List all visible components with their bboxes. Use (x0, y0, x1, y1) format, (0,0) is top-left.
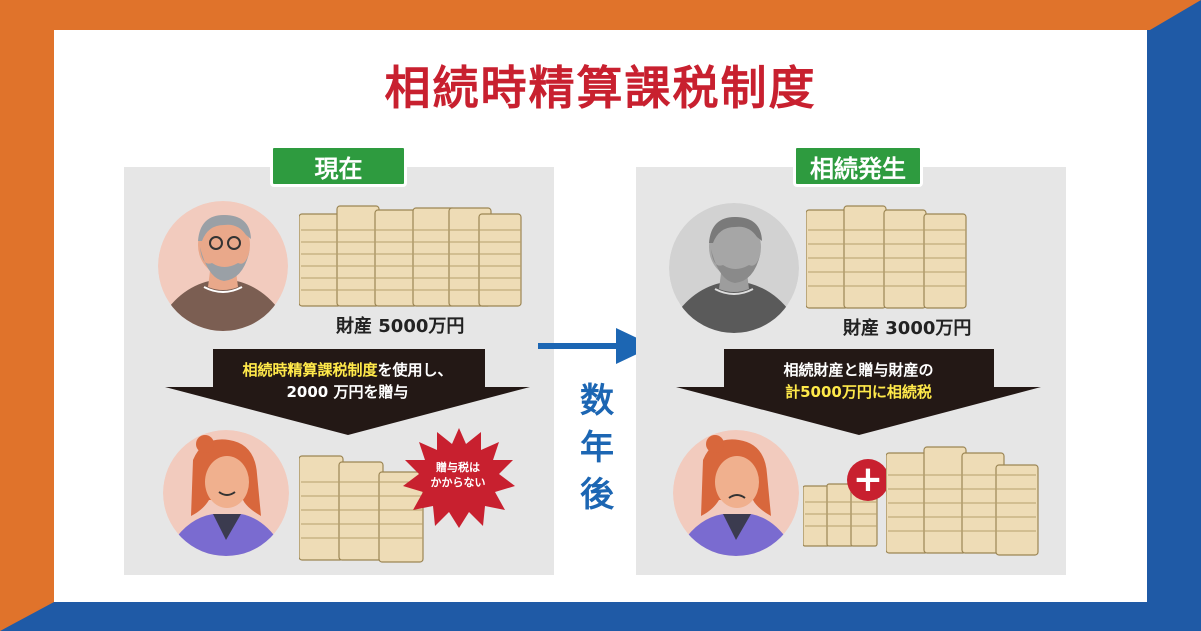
inheritance-tag: 相続発生 (793, 145, 923, 187)
gift-banner-arrow (165, 349, 530, 435)
money-stack-small-icon (803, 483, 878, 547)
years-char-3: 後 (580, 475, 614, 515)
burst-line2: かからない (430, 476, 486, 489)
money-stack-combined-icon (886, 446, 1039, 556)
left-asset-label: 財産 5000万円 (336, 316, 465, 337)
money-stack-large-icon (299, 205, 522, 307)
right-asset-label: 財産 3000万円 (843, 318, 972, 339)
banner-highlight: 相続時精算課税制度 (242, 361, 378, 379)
tax-free-text: 贈与税は かからない (403, 460, 513, 490)
left-banner-text: 相続時精算課税制度を使用し、 2000 万円を贈与 (165, 359, 530, 403)
current-tag: 現在 (270, 145, 407, 187)
years-char-2: 年 (580, 428, 614, 468)
deceased-man-avatar (669, 203, 799, 333)
right-banner-line2: 計5000万円に相続税 (785, 383, 932, 401)
page-title: 相続時精算課税制度 (384, 61, 817, 115)
tax-banner-arrow (676, 349, 1041, 435)
money-stack-medium-icon (299, 455, 424, 563)
banner-line1-rest: を使用し、 (377, 361, 453, 379)
plus-icon: + (847, 459, 889, 501)
right-banner-line1: 相続財産と贈与財産の (783, 361, 934, 379)
tax-free-burst (403, 428, 515, 528)
worried-woman-avatar (673, 430, 799, 556)
money-stack-remaining-icon (806, 205, 967, 309)
time-arrow-icon (538, 328, 654, 364)
banner-line2: 2000 万円を贈与 (286, 383, 409, 401)
elderly-man-avatar (158, 201, 288, 331)
right-banner-text: 相続財産と贈与財産の 計5000万円に相続税 (676, 359, 1041, 403)
years-later-text: 数 年 後 (567, 378, 627, 519)
burst-line1: 贈与税は (436, 461, 480, 474)
years-char-1: 数 (580, 381, 614, 421)
young-woman-avatar (163, 430, 289, 556)
